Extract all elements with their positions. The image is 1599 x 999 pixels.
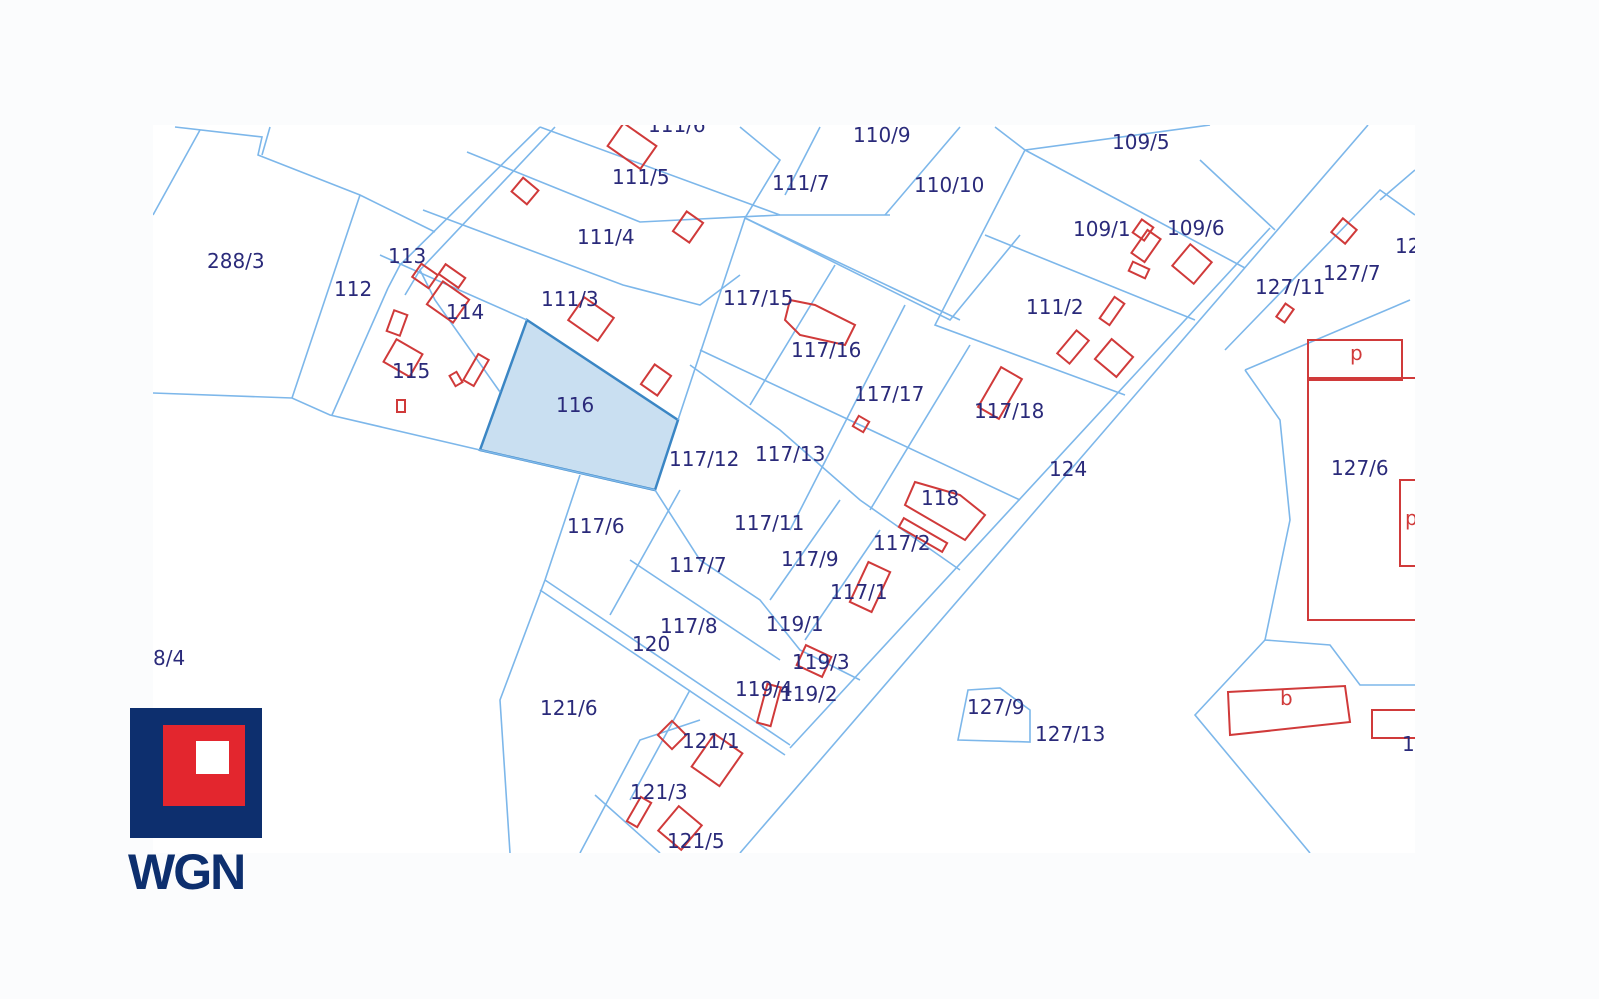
parcel-label: 121/3 xyxy=(630,780,688,804)
parcel-label: 120 xyxy=(632,632,670,656)
parcel-label: 127/9 xyxy=(967,695,1025,719)
parcel-label: 109/5 xyxy=(1112,130,1170,154)
building-label: b xyxy=(1280,686,1293,710)
parcel-label: 113 xyxy=(388,244,426,268)
parcel-label: 117/8 xyxy=(660,614,718,638)
parcel-label: 111/6 xyxy=(648,125,706,137)
parcel-label: 121/1 xyxy=(682,729,740,753)
parcel-label: 119/4 xyxy=(735,677,793,701)
parcel-label: 8/4 xyxy=(153,646,185,670)
parcel-label: 117/7 xyxy=(669,553,727,577)
parcel-label: 127/11 xyxy=(1255,275,1325,299)
parcel-label: 117/16 xyxy=(791,338,861,362)
parcel-label: 111/2 xyxy=(1026,295,1084,319)
parcel-label: 114 xyxy=(446,300,484,324)
parcel-label: 127/6 xyxy=(1331,456,1389,480)
parcel-label: 119/2 xyxy=(780,682,838,706)
parcel-label: 288/3 xyxy=(207,249,265,273)
building-type-labels: p p b xyxy=(1280,341,1415,710)
logo-red-square xyxy=(163,725,245,806)
parcel-label: 117/15 xyxy=(723,286,793,310)
parcel-label: 127/13 xyxy=(1035,722,1105,746)
parcel-label: 109/1 xyxy=(1073,217,1131,241)
map-canvas: p p b 288/3112113114115116111/6111/5111/… xyxy=(153,125,1415,853)
parcel-label: 117/1 xyxy=(830,580,888,604)
parcel-label: 1 xyxy=(1402,732,1415,756)
parcel-label: 117/2 xyxy=(873,531,931,555)
parcel-boundaries xyxy=(153,125,1415,853)
parcel-label: 111/3 xyxy=(541,287,599,311)
parcel-label: 117/6 xyxy=(567,514,625,538)
parcel-label: 109/6 xyxy=(1167,216,1225,240)
parcel-label: 117/18 xyxy=(974,399,1044,423)
parcel-label: 110/9 xyxy=(853,125,911,147)
parcel-label: 127/7 xyxy=(1323,261,1381,285)
parcel-label: 117/9 xyxy=(781,547,839,571)
parcel-label: 111/5 xyxy=(612,165,670,189)
parcel-label: 111/7 xyxy=(772,171,830,195)
parcel-label: 121/6 xyxy=(540,696,598,720)
logo-white-square xyxy=(196,741,229,774)
wgn-logo xyxy=(130,708,262,838)
parcel-label: 118 xyxy=(921,486,959,510)
parcel-label: 124 xyxy=(1049,457,1087,481)
buildings xyxy=(382,125,1415,852)
parcel-label: 112 xyxy=(334,277,372,301)
parcel-label: 110/10 xyxy=(914,173,984,197)
parcel-label: 119/3 xyxy=(792,650,850,674)
parcel-label: 117/13 xyxy=(755,442,825,466)
building-label: p xyxy=(1405,506,1415,530)
parcel-label: 12 xyxy=(1395,234,1415,258)
parcel-label: 119/1 xyxy=(766,612,824,636)
building-label: p xyxy=(1350,341,1363,365)
brand-name: WGN xyxy=(128,844,246,900)
parcel-label: 117/17 xyxy=(854,382,924,406)
parcel-label: 111/4 xyxy=(577,225,635,249)
parcel-label: 116 xyxy=(556,393,594,417)
parcel-label: 117/12 xyxy=(669,447,739,471)
parcel-label: 117/11 xyxy=(734,511,804,535)
parcel-label: 115 xyxy=(392,359,430,383)
parcel-label: 121/5 xyxy=(667,829,725,853)
parcel-labels: 288/3112113114115116111/6111/5111/4111/3… xyxy=(153,125,1415,853)
